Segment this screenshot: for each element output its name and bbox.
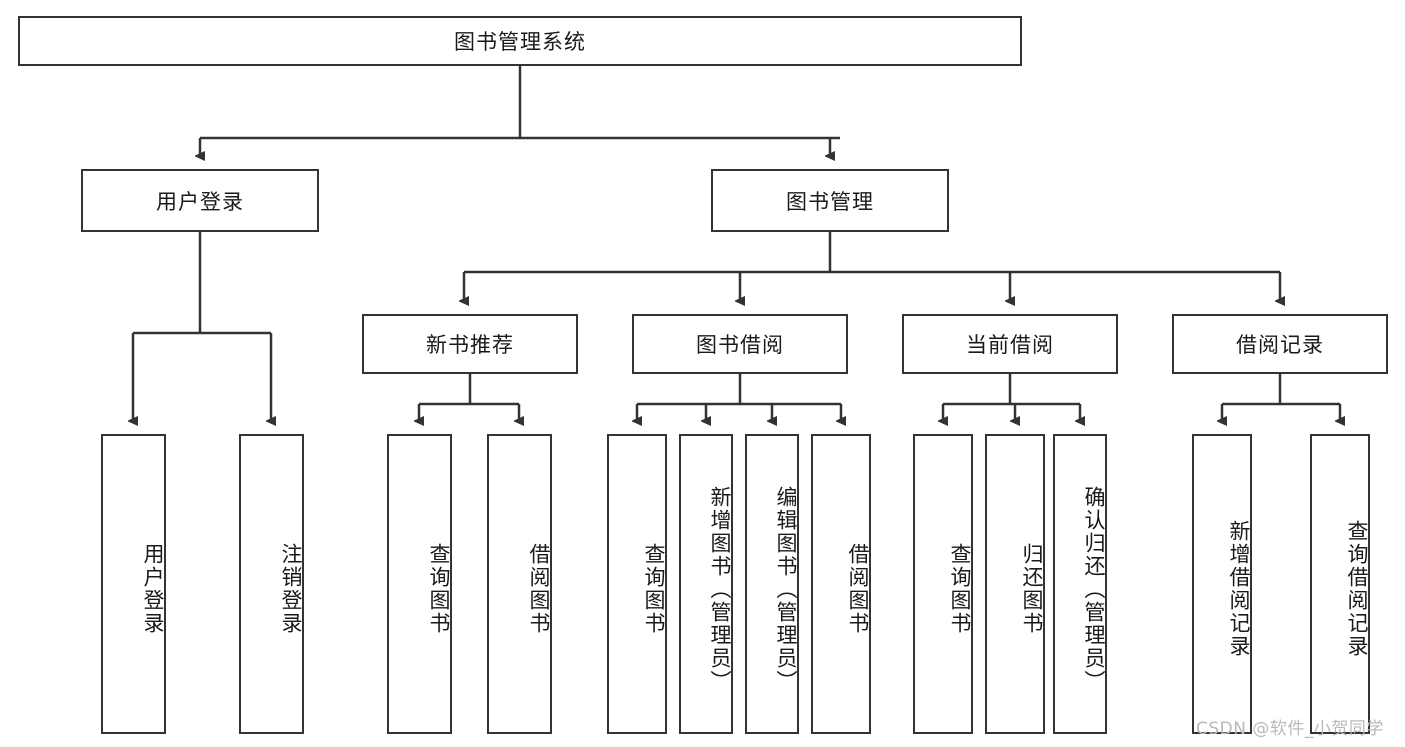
leaf-node-leaf-add-borrow-record[interactable]: 新增借阅记录: [1192, 434, 1252, 734]
leaf-node-leaf-query-book-borrow[interactable]: 查询图书: [607, 434, 667, 734]
leaf-node-leaf-logout[interactable]: 注销登录: [239, 434, 304, 734]
leaf-node-leaf-edit-book-admin[interactable]: 编辑图书（管理员）: [745, 434, 799, 734]
level3-node-borrow-record[interactable]: 借阅记录: [1172, 314, 1388, 374]
node-label: 用户登录: [156, 189, 244, 214]
node-label: 借阅图书: [846, 543, 870, 635]
node-label: 当前借阅: [966, 333, 1054, 357]
leaf-node-leaf-query-borrow-record[interactable]: 查询借阅记录: [1310, 434, 1370, 734]
edges-new-book-recommend-to-leaves: [419, 374, 519, 421]
leaf-node-leaf-add-book-admin[interactable]: 新增图书（管理员）: [679, 434, 733, 734]
leaf-node-leaf-confirm-return-admin[interactable]: 确认归还（管理员）: [1053, 434, 1107, 734]
level3-node-new-book-recommend[interactable]: 新书推荐: [362, 314, 578, 374]
node-label: 用户登录: [141, 543, 165, 635]
leaf-node-leaf-return-book[interactable]: 归还图书: [985, 434, 1045, 734]
level3-node-book-borrow[interactable]: 图书借阅: [632, 314, 848, 374]
node-label: 查询图书: [642, 543, 666, 635]
leaf-node-leaf-user-login[interactable]: 用户登录: [101, 434, 166, 734]
edges-book-management-to-level3: [464, 232, 1280, 301]
node-label: 新增借阅记录: [1227, 520, 1251, 658]
node-label: 新增图书（管理员）: [708, 485, 732, 693]
edges-borrow-record-to-leaves: [1222, 374, 1340, 421]
node-label: 注销登录: [279, 543, 303, 635]
node-label: 新书推荐: [426, 333, 514, 357]
node-label: 图书借阅: [696, 333, 784, 357]
node-label: 图书管理: [786, 189, 874, 214]
edges-book-borrow-to-leaves: [637, 374, 841, 421]
node-label: 编辑图书（管理员）: [774, 485, 798, 693]
level2-node-book-management[interactable]: 图书管理: [711, 169, 949, 232]
root-node-root[interactable]: 图书管理系统: [18, 16, 1022, 66]
csdn-watermark: CSDN @软件_小贺同学: [1196, 719, 1384, 739]
node-label: 查询图书: [427, 543, 451, 635]
leaf-node-leaf-query-book-current[interactable]: 查询图书: [913, 434, 973, 734]
leaf-node-leaf-query-book-recommend[interactable]: 查询图书: [387, 434, 452, 734]
node-label: 查询图书: [948, 543, 972, 635]
node-label: 借阅图书: [527, 543, 551, 635]
node-label: 借阅记录: [1236, 333, 1324, 357]
node-label: 图书管理系统: [454, 30, 586, 54]
node-label: 查询借阅记录: [1345, 520, 1369, 658]
level2-node-user-login[interactable]: 用户登录: [81, 169, 319, 232]
leaf-node-leaf-borrow-book[interactable]: 借阅图书: [811, 434, 871, 734]
edges-user-login-to-leaves: [133, 232, 271, 421]
level3-node-current-borrow[interactable]: 当前借阅: [902, 314, 1118, 374]
edges-root-to-level2: [200, 66, 840, 156]
node-label: 确认归还（管理员）: [1082, 485, 1106, 693]
node-label: 归还图书: [1020, 543, 1044, 635]
leaf-node-leaf-borrow-book-recommend[interactable]: 借阅图书: [487, 434, 552, 734]
edges-current-borrow-to-leaves: [943, 374, 1080, 421]
